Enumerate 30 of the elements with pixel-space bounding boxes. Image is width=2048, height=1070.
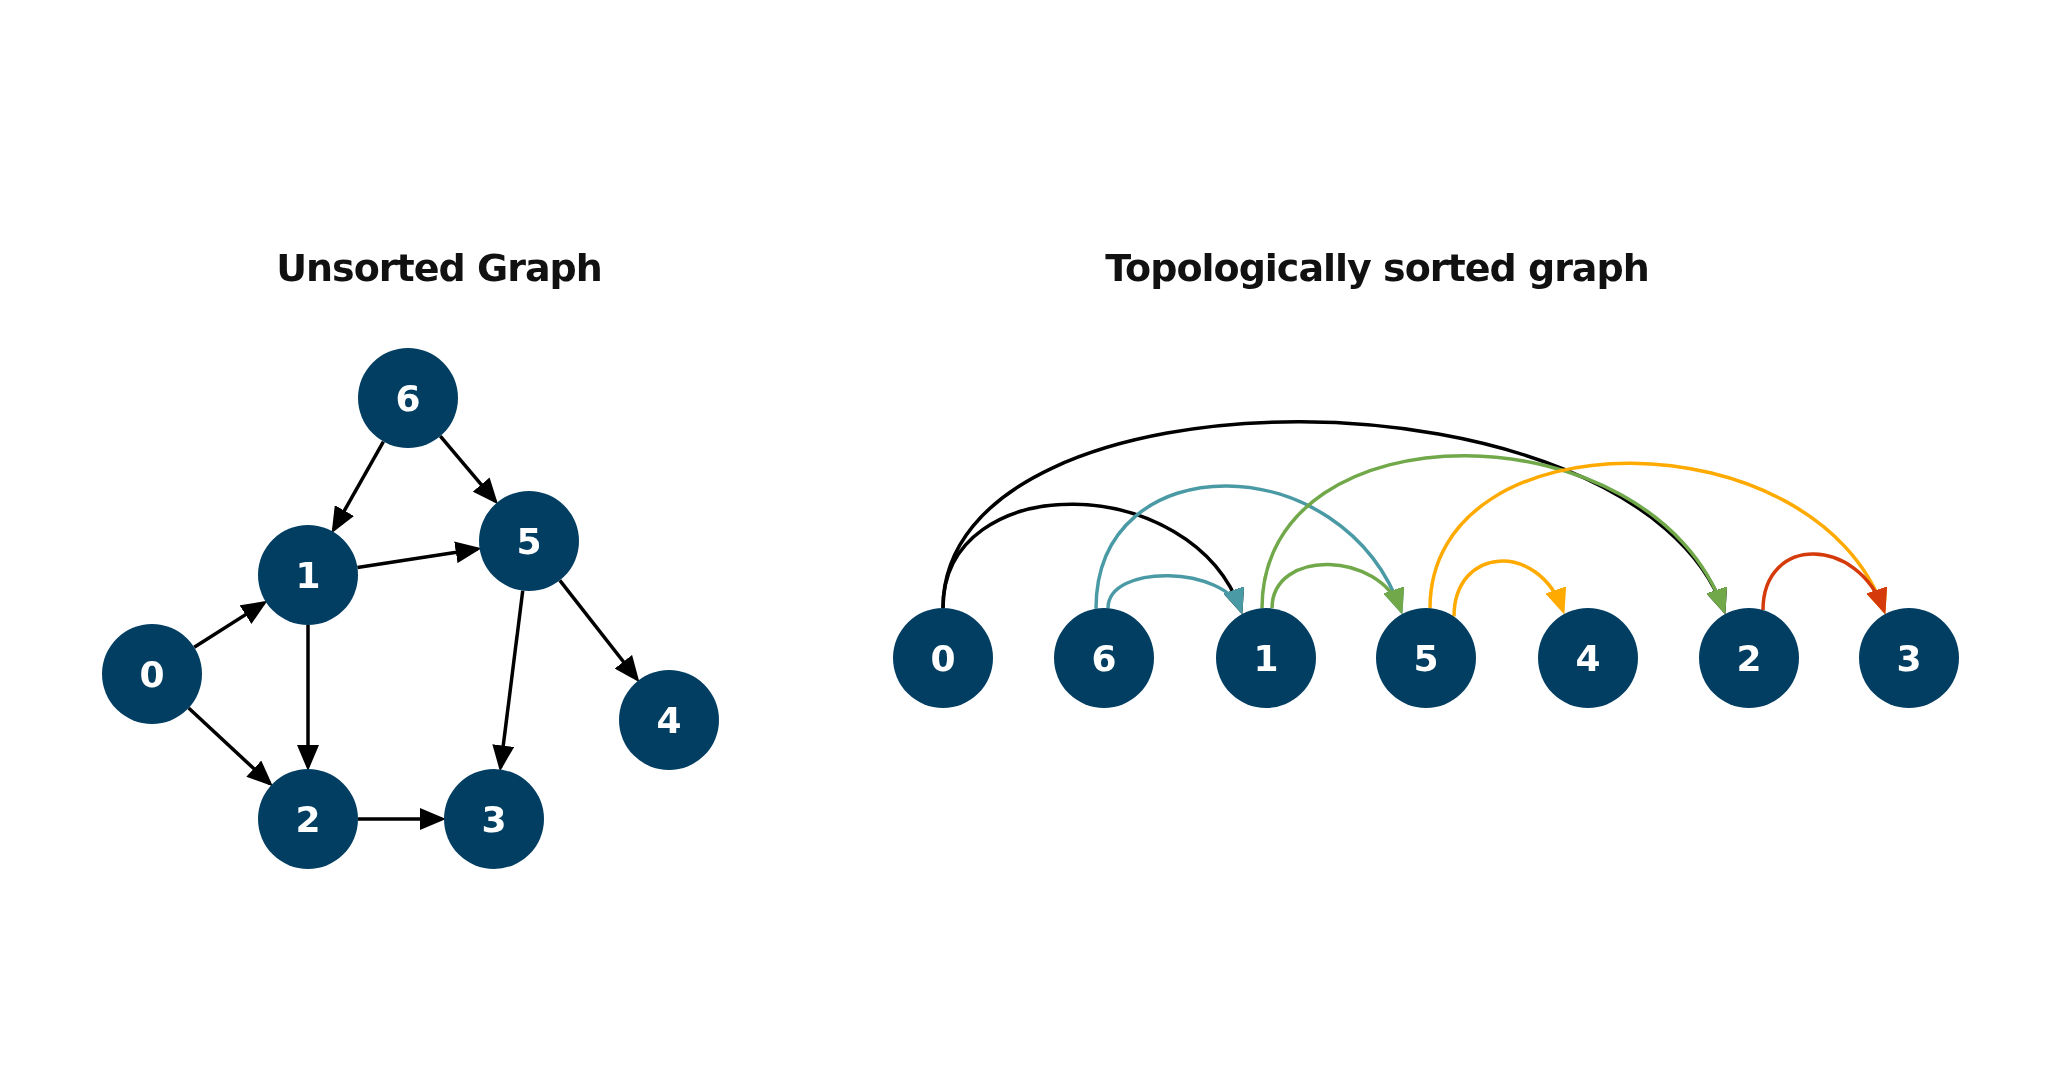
graph-node: 3 — [1859, 608, 1959, 708]
arrow — [297, 625, 319, 771]
graph-node: 0 — [102, 624, 202, 724]
arrow — [558, 579, 640, 683]
graph-node: 6 — [1054, 608, 1154, 708]
graph-node: 1 — [1216, 608, 1316, 708]
arrow — [1270, 562, 1403, 615]
arrow — [438, 435, 498, 505]
graph-node: 6 — [358, 348, 458, 448]
graph-node: 4 — [1538, 608, 1638, 708]
graph-node: 2 — [1699, 608, 1799, 708]
arrow — [187, 706, 273, 787]
arrow — [193, 600, 268, 649]
arrow — [1452, 559, 1565, 617]
arrow — [1260, 454, 1726, 615]
graph-node: 3 — [444, 769, 544, 869]
arrow — [1761, 552, 1886, 615]
graph-node: 1 — [258, 525, 358, 625]
arrow — [358, 808, 446, 830]
arrow — [331, 440, 385, 534]
graph-title: Topologically sorted graph — [1105, 246, 1649, 290]
arrow — [1106, 574, 1243, 615]
graph-node: 5 — [1376, 608, 1476, 708]
graph-node: 0 — [893, 608, 993, 708]
graph-node: 4 — [619, 670, 719, 770]
graph-node: 5 — [479, 491, 579, 591]
arrow — [492, 590, 525, 772]
graph-node: 2 — [258, 769, 358, 869]
graph-title: Unsorted Graph — [276, 246, 602, 290]
arrow — [357, 541, 482, 570]
